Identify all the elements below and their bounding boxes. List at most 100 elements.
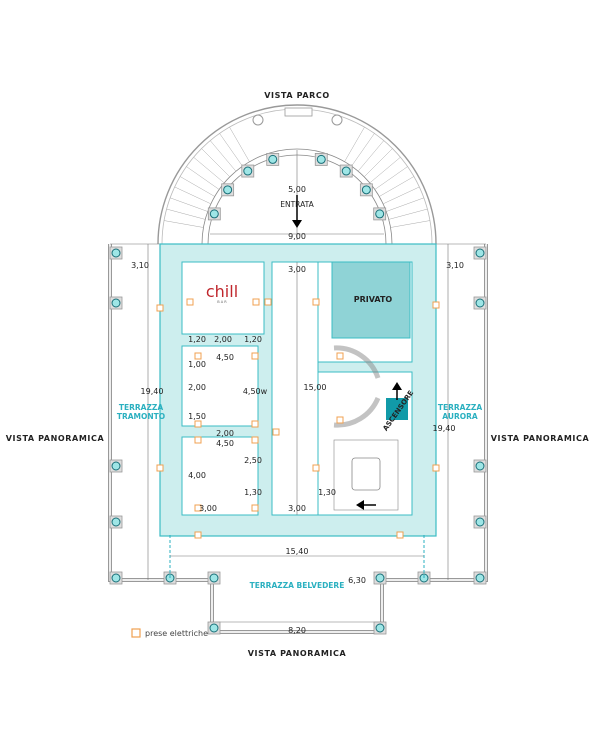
step-line bbox=[382, 186, 420, 205]
step-line bbox=[379, 176, 415, 197]
column-icon bbox=[473, 571, 487, 585]
outlet-icon bbox=[312, 464, 320, 472]
step-line bbox=[166, 208, 206, 220]
dim: 4,00 bbox=[188, 471, 206, 480]
step-line bbox=[374, 166, 408, 190]
dim: 3,00 bbox=[199, 504, 217, 513]
outlet-icon bbox=[156, 464, 164, 472]
dim: 1,20 bbox=[188, 335, 206, 344]
entrance-label: ENTRATA bbox=[280, 200, 314, 209]
terrace-east-line2: AURORA bbox=[442, 412, 478, 421]
outlet-icon bbox=[194, 531, 202, 539]
dim: 19,40 bbox=[433, 424, 456, 433]
column-icon bbox=[339, 164, 353, 178]
entrance-staircase bbox=[157, 104, 437, 245]
dim: 1,30 bbox=[318, 488, 336, 497]
dim-entrance-width: 9,00 bbox=[288, 232, 306, 241]
terrace-west-line1: TERRAZZA bbox=[119, 403, 163, 412]
dim: 8,20 bbox=[288, 626, 306, 635]
column-icon bbox=[207, 207, 221, 221]
column-icon bbox=[373, 571, 387, 585]
terrace-west-line2: TRAMONTO bbox=[117, 412, 165, 421]
outlet-icon bbox=[251, 420, 259, 428]
step-line bbox=[174, 186, 212, 205]
outlet-icon bbox=[251, 504, 259, 512]
view-label-bottom: VISTA PANORAMICA bbox=[248, 649, 347, 658]
outlet-icon bbox=[396, 531, 404, 539]
step-line bbox=[369, 157, 401, 184]
dim: 6,30 bbox=[348, 576, 366, 585]
legend: prese elettriche bbox=[131, 628, 208, 638]
outlet-icon bbox=[336, 416, 344, 424]
dim: 2,00 bbox=[188, 383, 206, 392]
dim: 1,30 bbox=[244, 488, 262, 497]
step-line bbox=[201, 148, 231, 178]
column-icon bbox=[266, 153, 280, 166]
step-line bbox=[229, 126, 250, 162]
outlet-icon bbox=[312, 298, 320, 306]
dim: 3,10 bbox=[131, 261, 149, 270]
column-icon bbox=[221, 183, 235, 197]
view-label-left: VISTA PANORAMICA bbox=[6, 434, 105, 443]
dim: 1,20 bbox=[244, 335, 262, 344]
private-room-label: PRIVATO bbox=[354, 295, 393, 304]
step-line bbox=[351, 133, 375, 167]
dim: 4,50w bbox=[243, 387, 268, 396]
step-line bbox=[179, 176, 215, 197]
dim: 4,50 bbox=[216, 353, 234, 362]
dim: 3,00 bbox=[288, 265, 306, 274]
outlet-icon bbox=[186, 298, 194, 306]
column-icon bbox=[473, 459, 487, 473]
bar-logo-sub: B A R bbox=[217, 300, 227, 304]
step-line bbox=[164, 220, 204, 228]
dim: 2,00 bbox=[216, 429, 234, 438]
elevator-arrow-icon bbox=[392, 382, 402, 400]
outlet-icon bbox=[251, 352, 259, 360]
view-label-right: VISTA PANORAMICA bbox=[491, 434, 590, 443]
dim: 15,40 bbox=[286, 547, 309, 556]
step-line bbox=[193, 157, 225, 184]
dim: 19,40 bbox=[141, 387, 164, 396]
step-line bbox=[210, 140, 237, 172]
outlet-icon bbox=[156, 304, 164, 312]
outlet-icon bbox=[251, 436, 259, 444]
column-icon bbox=[473, 296, 487, 310]
outlet-icon bbox=[264, 298, 272, 306]
column-icon bbox=[207, 621, 221, 635]
step-line bbox=[357, 140, 384, 172]
dim: 2,00 bbox=[214, 335, 232, 344]
dim: 4,50 bbox=[216, 439, 234, 448]
step-line bbox=[219, 133, 243, 167]
dim: 2,50 bbox=[244, 456, 262, 465]
outlet-icon bbox=[432, 301, 440, 309]
column-icon bbox=[109, 296, 123, 310]
dim: 3,00 bbox=[288, 504, 306, 513]
column-icon bbox=[473, 515, 487, 529]
column-icon bbox=[314, 153, 328, 166]
entrance-arrow-icon bbox=[292, 195, 302, 228]
column-icon bbox=[109, 571, 123, 585]
building bbox=[159, 243, 437, 537]
private-room bbox=[331, 261, 411, 339]
terrace-south: TERRAZZA BELVEDERE bbox=[250, 581, 345, 590]
step-line bbox=[186, 166, 220, 190]
step-line bbox=[363, 148, 393, 178]
outlet-icon bbox=[194, 504, 202, 512]
outlet-icon bbox=[194, 420, 202, 428]
dim: 1,50 bbox=[188, 412, 206, 421]
column-icon bbox=[359, 183, 373, 197]
dim: 3,10 bbox=[446, 261, 464, 270]
legend-outlet-label: prese elettriche bbox=[145, 629, 208, 638]
dimensions: 3,10 3,10 3,00 1,20 2,00 1,20 4,50 1,00 … bbox=[131, 261, 464, 635]
step-line bbox=[388, 208, 428, 220]
step-line bbox=[386, 197, 424, 212]
outlet-icon bbox=[131, 628, 141, 638]
dim: 1,00 bbox=[188, 360, 206, 369]
dim: 15,00 bbox=[304, 383, 327, 392]
column-icon bbox=[109, 459, 123, 473]
step-line bbox=[170, 197, 208, 212]
exit-arrow-icon bbox=[356, 500, 376, 510]
column-icon bbox=[207, 571, 221, 585]
column-icon bbox=[373, 207, 387, 221]
